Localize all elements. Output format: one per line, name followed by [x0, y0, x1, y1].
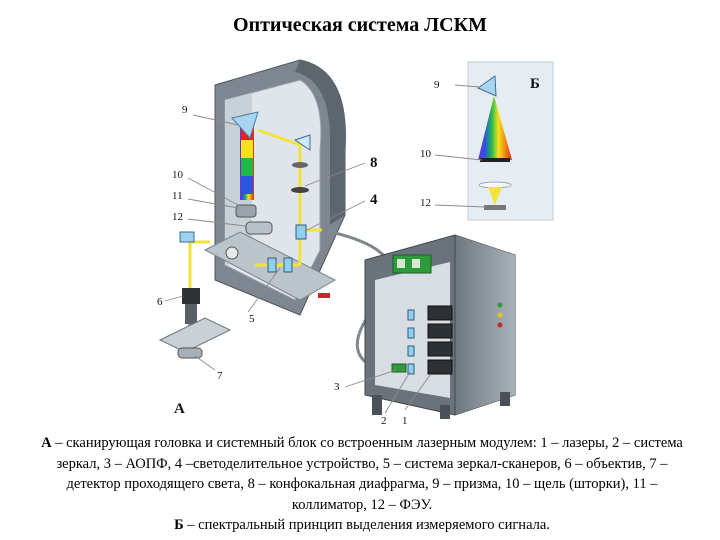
callout-2: 2 — [381, 415, 387, 427]
caption-a-letter: А — [41, 435, 52, 451]
inset-callout-9: 9 — [434, 79, 440, 91]
lscm-diagram: 9 10 11 12 8 4 6 5 7 3 2 1 9 10 12 А Б — [157, 59, 554, 427]
callout-6: 6 — [157, 296, 163, 308]
callout-9: 9 — [182, 104, 188, 116]
callout-11: 11 — [172, 190, 183, 202]
callout-4: 4 — [370, 192, 378, 208]
figure-caption: А – сканирующая головка и системный блок… — [28, 433, 696, 536]
inset-callout-10: 10 — [420, 148, 432, 160]
scanning-head — [188, 59, 346, 316]
callout-8: 8 — [370, 155, 378, 171]
page-title: Оптическая система ЛСКМ — [233, 14, 487, 36]
leader-lines — [164, 84, 487, 414]
callout-12: 12 — [172, 211, 183, 223]
inset-b — [467, 61, 554, 221]
callout-5: 5 — [249, 313, 255, 325]
inset-callout-12: 12 — [420, 197, 431, 209]
callout-7: 7 — [217, 370, 223, 382]
system-block — [364, 234, 516, 419]
caption-a-text: – сканирующая головка и системный блок с… — [51, 435, 683, 513]
panel-label-a: А — [174, 401, 185, 417]
caption-b-text: – спектральный принцип выделения измеряе… — [183, 517, 550, 533]
caption-b-letter: Б — [174, 517, 184, 533]
callout-1: 1 — [402, 415, 408, 427]
callout-3: 3 — [334, 381, 340, 393]
callout-10: 10 — [172, 169, 184, 181]
objective-and-stage — [158, 231, 232, 359]
panel-label-b: Б — [530, 76, 540, 92]
